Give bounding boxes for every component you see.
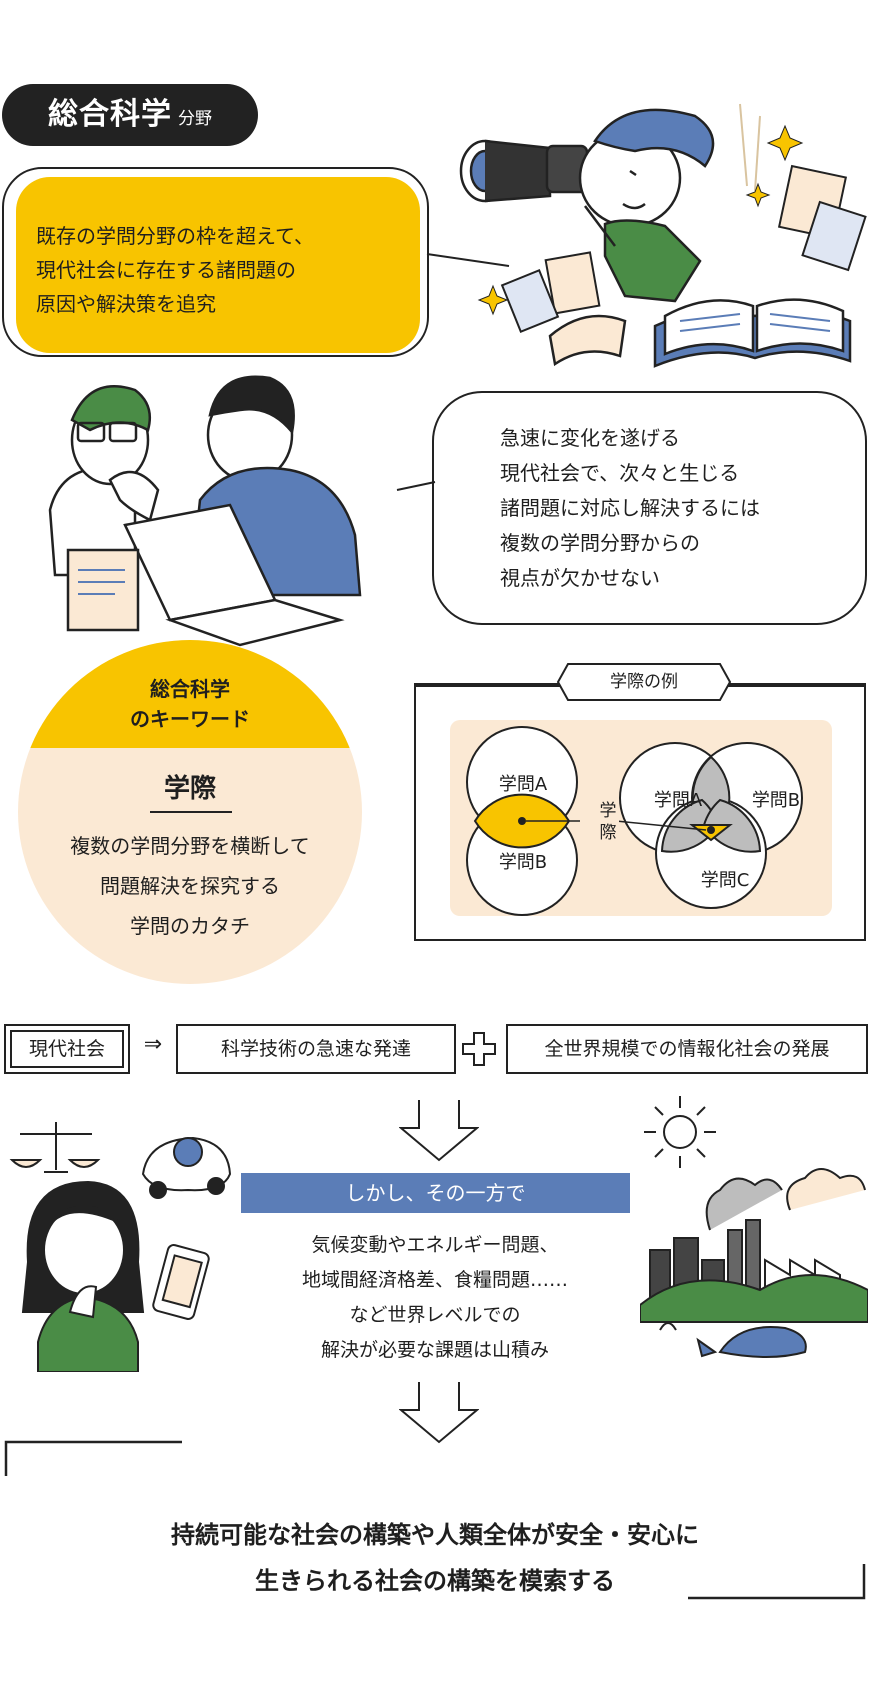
venn3-label-b: 学問B <box>751 790 801 811</box>
conclusion-text: 持続可能な社会の構築や人類全体が安全・安心に 生きられる社会の構築を模索する <box>171 1521 699 1595</box>
venn-center-label: 学 際 <box>597 800 619 844</box>
keyword-circle: 総合科学 のキーワード 学際 複数の学問分野を横断して 問題解決を探究する 学問… <box>18 640 362 984</box>
example-tab-label: 学際の例 <box>610 672 678 692</box>
modern-society-label: 現代社会 <box>10 1030 124 1068</box>
bubble-top-text: 既存の学問分野の枠を超えて、 現代社会に存在する諸問題の 原因や解決策を追究 <box>36 224 314 316</box>
venn-diagrams <box>466 726 803 916</box>
plus-icon <box>462 1032 496 1066</box>
girl-thinking-illustration <box>9 1122 232 1372</box>
venn3-label-a: 学問A <box>653 790 703 811</box>
researcher-illustration <box>459 103 867 368</box>
venn2-label-b: 学問B <box>498 852 548 873</box>
keyword-heading: 総合科学 のキーワード <box>130 677 250 731</box>
info-society-box: 全世界規模での情報化社会の発展 <box>506 1024 868 1074</box>
however-text: 気候変動やエネルギー問題、 地域間経済格差、食糧問題…… など世界レベルでの 解… <box>301 1234 568 1361</box>
bubble-top-tail <box>426 253 510 267</box>
down-arrow-icon-2 <box>399 1382 479 1444</box>
example-tab <box>556 663 732 701</box>
down-arrow-icon <box>399 1100 479 1162</box>
students-illustration <box>48 375 362 647</box>
bubble-mid-tail <box>396 481 436 491</box>
bubble-mid-text: 急速に変化を遂げる 現代社会で、次々と生じる 諸問題に対応し解決するには 複数の… <box>500 426 760 590</box>
keyword-underline <box>150 811 232 813</box>
section-title-sub: 分野 <box>178 109 212 129</box>
section-title: 総合科学 分野 <box>2 84 258 146</box>
flow-arrow: ⇒ <box>143 1032 163 1057</box>
section-title-main: 総合科学 <box>48 97 172 132</box>
environment-illustration <box>640 1096 868 1358</box>
venn2-label-a: 学問A <box>498 774 548 795</box>
keyword-description: 複数の学問分野を横断して 問題解決を探究する 学問のカタチ <box>70 834 310 938</box>
modern-society-box: 現代社会 <box>4 1024 130 1074</box>
venn3-label-c: 学問C <box>700 870 750 891</box>
keyword-word: 学際 <box>163 774 216 804</box>
science-tech-box: 科学技術の急速な発達 <box>176 1024 456 1074</box>
conclusion-brackets <box>4 1440 866 1600</box>
venn3-dot <box>707 826 715 834</box>
speech-bubble-top: 既存の学問分野の枠を超えて、 現代社会に存在する諸問題の 原因や解決策を追究 <box>2 167 429 357</box>
however-banner: しかし、その一方で <box>241 1173 630 1213</box>
speech-bubble-mid: 急速に変化を遂げる 現代社会で、次々と生じる 諸問題に対応し解決するには 複数の… <box>432 391 867 625</box>
keyword-circle-top <box>18 640 362 748</box>
bubble-top-fill <box>16 177 420 353</box>
venn2-dot <box>518 817 526 825</box>
